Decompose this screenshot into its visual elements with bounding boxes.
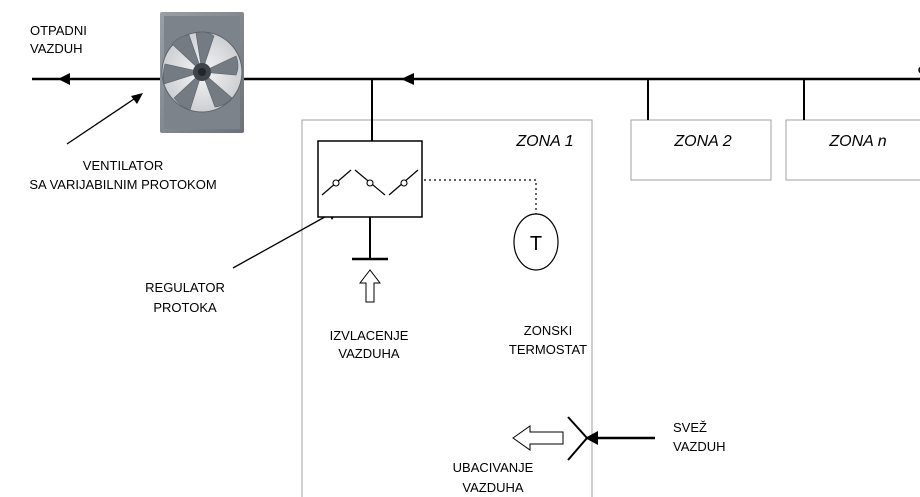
fresh-air-label-2: VAZDUH (673, 439, 725, 454)
fresh-air-arrowhead (585, 431, 598, 445)
fan-pointer-arrow (66, 96, 138, 145)
exhaust-air-label-1: OTPADNI (30, 23, 87, 38)
zone-n-label: ZONA n (828, 133, 886, 150)
thermostat-label-2: TERMOSTAT (509, 342, 587, 357)
extraction-label-2: VAZDUHA (338, 346, 399, 361)
flow-regulator (317, 140, 423, 218)
supply-arrow-icon (512, 425, 564, 451)
fan-icon (160, 12, 244, 133)
zone-1-label: ZONA 1 (515, 133, 573, 150)
thermostat-symbol (513, 213, 559, 271)
supply-label-2: VAZDUHA (462, 480, 523, 495)
extraction-arrow-icon (358, 269, 382, 303)
supply-label-1: UBACIVANJE (453, 460, 534, 475)
zone-1-box (301, 119, 593, 497)
zone-2-label: ZONA 2 (673, 133, 731, 150)
duct-arrowhead (401, 73, 414, 85)
exhaust-arrowhead (58, 73, 70, 85)
regulator-label-1: REGULATOR (145, 280, 225, 295)
fan-label-1: VENTILATOR (83, 158, 163, 173)
duct-end-marker (918, 66, 920, 74)
fresh-air-label-1: SVEŽ (673, 420, 707, 435)
fan-label-2: SA VARIJABILNIM PROTOKOM (29, 177, 216, 192)
zone-n-box (785, 119, 920, 181)
zone-2-box (630, 119, 772, 181)
supply-diffuser (567, 416, 589, 461)
regulator-label-2: PROTOKA (153, 300, 217, 315)
thermostat-signal-line (424, 179, 537, 214)
regulator-pointer-arrow (232, 212, 333, 269)
thermostat-label-1: ZONSKI (524, 323, 572, 338)
extraction-label-1: IZVLACENJE (330, 328, 409, 343)
exhaust-air-label-2: VAZDUH (30, 41, 82, 56)
thermostat-letter: T (530, 233, 542, 255)
